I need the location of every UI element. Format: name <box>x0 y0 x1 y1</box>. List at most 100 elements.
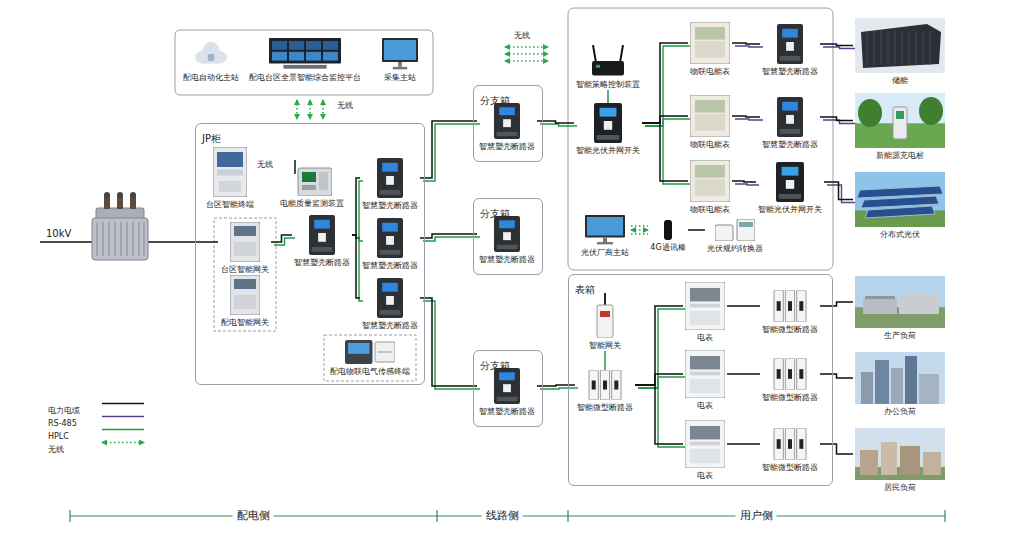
cable-connector <box>635 374 686 388</box>
pv-icon-part <box>855 172 945 227</box>
device-caption: 智能光伏并网开关 <box>576 145 640 156</box>
storage-icon-part <box>888 31 889 65</box>
wall-icon-part <box>323 41 338 50</box>
device-caption: 光伏厂商主站 <box>581 247 629 258</box>
iotmeter-icon <box>690 95 730 137</box>
cable-connector-part <box>824 182 853 200</box>
mccb-icon-part <box>380 250 401 255</box>
sensor-icon <box>345 340 395 364</box>
pvsw-icon-part <box>776 162 804 202</box>
platform-group-frame <box>175 30 433 95</box>
section-label: 线路侧 <box>482 509 523 522</box>
emeter-icon <box>685 350 725 398</box>
monitor-icon-part <box>587 217 623 236</box>
iotmeter-icon-part <box>695 41 725 58</box>
storage-icon-part <box>909 31 910 65</box>
mccb-icon-part <box>377 158 403 198</box>
cable-connector <box>608 90 609 103</box>
pvsw-icon-part <box>594 103 622 143</box>
group-heading: 分支箱 <box>480 360 510 372</box>
mccb-icon <box>777 97 803 137</box>
wireless-arrows-part <box>296 100 298 119</box>
gw-icon-part <box>230 275 260 315</box>
cable-connector <box>537 385 578 389</box>
conv-icon-part <box>739 222 753 227</box>
mccb-icon-part <box>499 372 515 380</box>
monitor-icon-part <box>597 242 613 244</box>
group-heading: 表箱 <box>575 284 595 296</box>
office-icon-part <box>919 374 939 404</box>
transformer-illustration-part <box>108 222 109 256</box>
storage-icon-part <box>867 31 868 65</box>
cable-connector-part <box>732 43 760 44</box>
device-node: 物联电能表 <box>688 95 732 150</box>
router-icon-part <box>596 65 600 68</box>
device-caption: 智慧塑壳断路器 <box>362 200 418 211</box>
emeter-icon-part <box>690 356 720 369</box>
cable-connector <box>352 235 363 301</box>
device-caption: 台区智能终端 <box>206 199 254 210</box>
device-caption: 办公负荷 <box>884 406 916 417</box>
device-caption: 智能策略控制装置 <box>576 79 640 90</box>
office-icon-part <box>905 356 917 404</box>
wireless-arrows-part <box>505 53 548 55</box>
factory-icon-part <box>863 298 897 314</box>
mcb-icon-part <box>777 301 781 311</box>
factory-icon <box>855 276 945 328</box>
device-node: 智能微型断路器 <box>760 358 820 403</box>
mcb-icon-part <box>612 370 621 400</box>
cable-connector-part <box>420 121 477 178</box>
device-caption: 分布式光伏 <box>880 229 920 240</box>
legend-sample <box>98 398 150 409</box>
wall-icon-part <box>269 38 341 64</box>
sensor-icon-part <box>378 352 393 353</box>
cable-connector-part <box>420 298 477 386</box>
charger-icon-part <box>893 107 907 139</box>
mcb-icon-part <box>788 301 792 311</box>
cable-connector-part <box>727 443 760 445</box>
monitor-icon-part <box>398 62 402 67</box>
mcb-icon-part <box>777 439 781 449</box>
cable-connector-part <box>631 229 648 231</box>
device-node: 配电自动化主站 <box>181 38 241 83</box>
cable-connector-part <box>352 178 360 235</box>
device-caption: 配电物联电气传感终端 <box>330 366 410 377</box>
homes-icon-part <box>881 442 897 475</box>
mccb-icon-part <box>314 220 330 229</box>
cloud-icon-part <box>208 54 214 61</box>
cable-connector-part <box>420 234 477 238</box>
device-caption: 生产负荷 <box>884 330 916 341</box>
mccb-icon-part <box>497 397 518 401</box>
mccb-icon-part <box>494 216 520 252</box>
pvsw-icon <box>776 162 804 202</box>
device-node: 物联电能表 <box>688 160 732 215</box>
mccb-icon <box>494 216 520 252</box>
cable-connector-part <box>638 309 686 388</box>
cable-connector <box>820 302 853 306</box>
device-node: 台区智能网关 <box>219 222 271 275</box>
device-node: 智能策略控制装置 <box>574 45 642 90</box>
device-node: 智慧塑壳断路器 <box>477 103 537 152</box>
pvsw-icon-part <box>597 135 619 140</box>
cable-connector-part <box>688 229 705 231</box>
emeter-icon-part <box>690 449 720 463</box>
cable-connector-part <box>642 123 688 181</box>
emeter-icon-part <box>690 379 720 393</box>
device-node: 智慧塑壳断路器 <box>477 368 537 417</box>
storage-icon-part <box>902 31 903 65</box>
device-node: 配电智能网关 <box>219 275 271 328</box>
cable-connector <box>820 44 856 49</box>
legend-sample-part <box>102 403 144 405</box>
cable-connector-part <box>820 374 853 378</box>
pvsw-icon-part <box>600 108 617 117</box>
pq-icon-part <box>298 168 332 196</box>
device-node: 配电台区全景智能综合监控平台 <box>247 38 363 83</box>
emeter-icon-part <box>685 420 725 468</box>
mccb-icon-part <box>377 218 403 258</box>
pvsw-icon <box>594 103 622 143</box>
device-caption: 采集主站 <box>384 72 416 83</box>
charger-icon-part <box>896 111 904 119</box>
gw-icon-part <box>234 279 256 289</box>
factory-icon-part <box>855 276 945 328</box>
